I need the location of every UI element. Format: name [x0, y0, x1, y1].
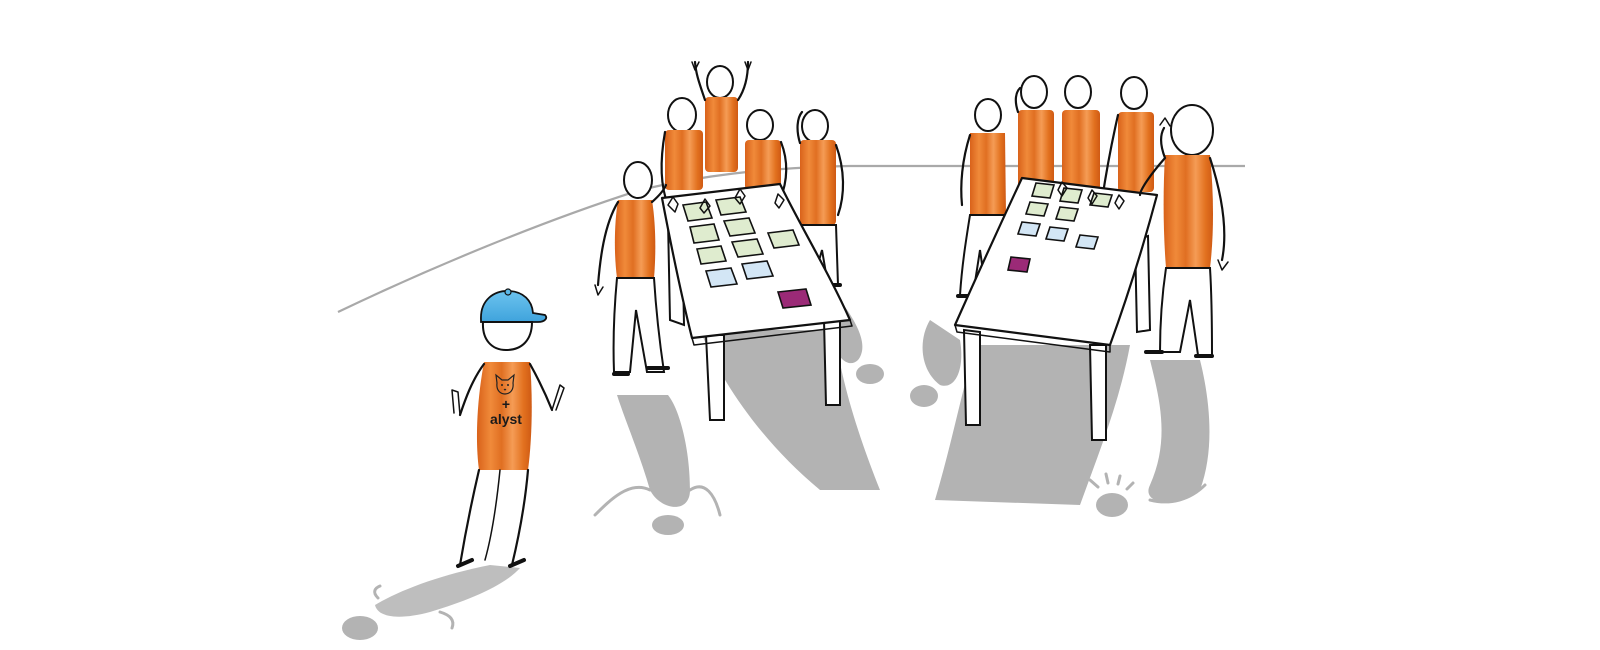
shirt-plus: +: [502, 396, 510, 412]
sticky-notes: [1007, 182, 1114, 273]
right-group: [953, 75, 1229, 441]
cat-face-icon: [495, 373, 515, 395]
person: [660, 97, 703, 207]
sticky-notes: [681, 196, 813, 309]
table-leg: [1088, 344, 1107, 441]
table-leg: [962, 328, 981, 426]
shirt-text: alyst: [490, 411, 522, 427]
cap-icon: [480, 290, 548, 323]
person: [691, 60, 752, 172]
person: [956, 98, 1008, 298]
catalyst-person: + alyst: [451, 288, 565, 568]
person: [1138, 104, 1229, 358]
person: [796, 109, 845, 287]
person: [1062, 75, 1100, 190]
shadows: [342, 300, 1210, 640]
left-group: [594, 60, 853, 421]
person: [1014, 75, 1054, 190]
person: [1100, 76, 1154, 202]
person: [594, 161, 670, 376]
table-leg: [704, 334, 725, 421]
table-leg: [822, 316, 841, 406]
